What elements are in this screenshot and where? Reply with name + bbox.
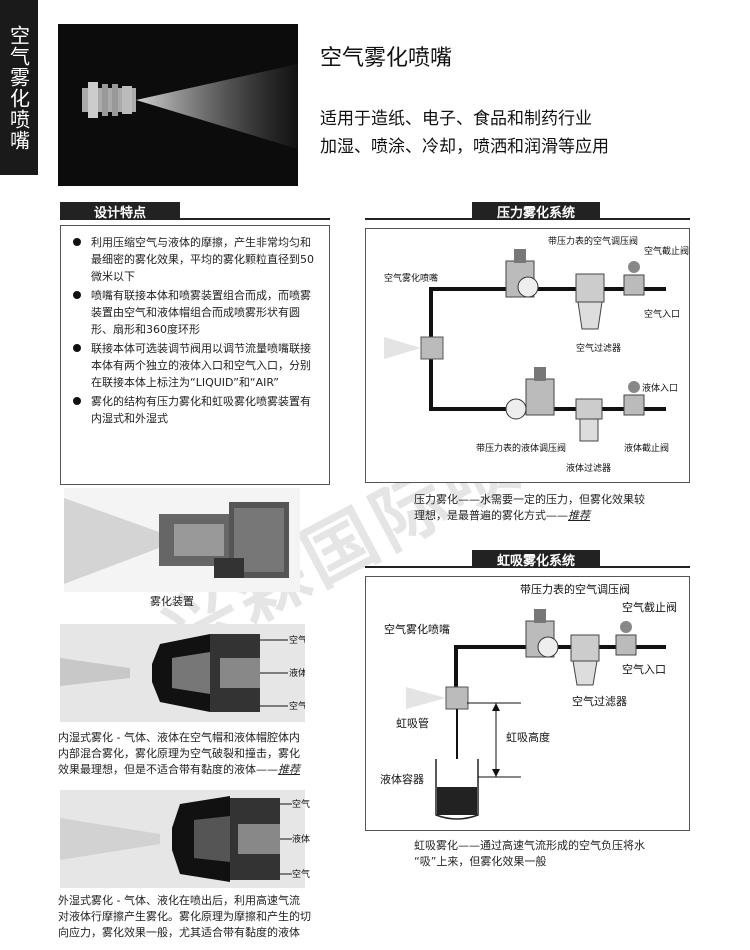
atomizer-label: 雾化装置: [150, 595, 194, 608]
label-siphon-air-shutoff: 空气截止阀: [622, 600, 677, 614]
internal-mix-diagram: 空气 液体 空气: [60, 624, 305, 722]
label-liquid-shutoff: 液体截止阀: [624, 442, 669, 454]
bullet-icon: [73, 238, 81, 246]
internal-caption-line: 效果最理想，但是不适合带有黏度的液体——推荐: [58, 762, 328, 778]
external-air-top-label: 空气: [292, 798, 310, 810]
label-liquid-regulator: 带压力表的液体调压阀: [476, 442, 566, 454]
feature-text: 喷嘴有联接本体和喷雾装置组合而成，而喷雾装置由空气和液体帽组合而成喷雾形状有圆形…: [91, 289, 311, 336]
label-siphon-height: 虹吸高度: [506, 730, 550, 744]
internal-caption-line: 内部混合雾化，雾化原理为空气破裂和撞击，雾化: [58, 747, 300, 760]
subtitle-industries: 适用于造纸、电子、食品和制药行业: [320, 109, 592, 129]
internal-air-top-label: 空气: [289, 634, 305, 646]
label-liquid-filter: 液体过滤器: [566, 462, 611, 474]
features-box: 利用压缩空气与液体的摩擦，产生非常均匀和最细密的雾化效果，平均的雾化颗粒直径到5…: [60, 225, 330, 485]
internal-caption-line: 内湿式雾化 - 气体、液体在空气帽和液体帽腔体内: [58, 731, 300, 744]
internal-liquid-label: 液体: [289, 667, 305, 679]
bullet-icon: [73, 344, 81, 352]
side-category-tab: 空气雾化喷嘴: [0, 0, 38, 175]
page-title: 空气雾化喷嘴: [320, 46, 453, 71]
feature-text: 联接本体可选装调节阀用以调节流量喷嘴联接本体有两个独立的液体入口和空气入口，分别…: [91, 342, 311, 389]
pressure-caption-line: 理想，是最普遍的雾化方式——推荐: [414, 508, 684, 524]
feature-text: 利用压缩空气与液体的摩擦，产生非常均匀和最细密的雾化效果，平均的雾化颗粒直径到5…: [91, 236, 314, 283]
internal-air-bottom-label: 空气: [289, 700, 305, 712]
external-mix-diagram: [60, 790, 305, 888]
label-siphon-air-filter: 空气过滤器: [572, 694, 627, 708]
label-siphon-regulator: 带压力表的空气调压阀: [520, 582, 630, 596]
feature-item: 雾化的结构有压力雾化和虹吸雾化喷雾装置有内湿式和外湿式: [73, 393, 321, 427]
bullet-icon: [73, 291, 81, 299]
siphon-caption: 虹吸雾化——通过高速气流形成的空气负压将水 “吸”上来，但雾化效果一般: [414, 838, 684, 870]
features-rule: [60, 218, 330, 220]
pressure-caption-emphasis: 推荐: [568, 509, 590, 522]
label-air-inlet: 空气入口: [644, 308, 680, 320]
feature-text: 雾化的结构有压力雾化和虹吸雾化喷雾装置有内湿式和外湿式: [91, 395, 311, 425]
subtitle-applications: 加湿、喷涂、冷却，喷洒和润滑等应用: [320, 137, 609, 157]
external-labels: 空气 液体 空气: [292, 798, 310, 880]
feature-item: 利用压缩空气与液体的摩擦，产生非常均匀和最细密的雾化效果，平均的雾化颗粒直径到5…: [73, 234, 321, 285]
pressure-system-diagram: 带压力表的空气调压阀 空气截止阀 空气雾化喷嘴 空气入口 空气过滤器 液体入口 …: [365, 228, 690, 483]
internal-caption-text: 效果最理想，但是不适合带有黏度的液体——: [58, 763, 278, 776]
external-caption-line: 外湿式雾化 - 气体、液化在喷出后，利用高速气流: [58, 894, 300, 907]
label-air-shutoff: 空气截止阀: [644, 245, 689, 257]
external-air-bottom-label: 空气: [292, 868, 310, 880]
siphon-heading: 虹吸雾化系统: [472, 550, 600, 569]
external-caption-line: 对液体行摩擦产生雾化。雾化原理为摩擦和产生的切: [58, 910, 311, 923]
internal-caption-emphasis: 推荐: [278, 763, 300, 776]
label-liquid-inlet: 液体入口: [642, 382, 678, 394]
pressure-heading: 压力雾化系统: [472, 202, 600, 221]
label-liquid-container: 液体容器: [380, 772, 424, 786]
external-liquid-label: 液体: [292, 833, 310, 845]
pressure-caption-text: 理想，是最普遍的雾化方式——: [414, 509, 568, 522]
features-heading: 设计特点: [60, 202, 180, 221]
label-air-regulator: 带压力表的空气调压阀: [548, 235, 638, 247]
pressure-caption-line: 压力雾化——水需要一定的压力，但雾化效果较: [414, 493, 645, 506]
external-caption-line: 向应力，雾化效果一般，尤其适合带有黏度的液体: [58, 926, 300, 939]
siphon-caption-line: 虹吸雾化——通过高速气流形成的空气负压将水: [414, 839, 645, 852]
internal-mix-caption: 内湿式雾化 - 气体、液体在空气帽和液体帽腔体内 内部混合雾化，雾化原理为空气破…: [58, 730, 328, 778]
hero-nozzle-photo: [58, 24, 298, 186]
external-mix-caption: 外湿式雾化 - 气体、液化在喷出后，利用高速气流 对液体行摩擦产生雾化。雾化原理…: [58, 893, 338, 941]
label-siphon-air-inlet: 空气入口: [622, 662, 666, 676]
siphon-system-diagram: 带压力表的空气调压阀 空气截止阀 空气雾化喷嘴 空气入口 空气过滤器 虹吸管 虹…: [365, 576, 690, 831]
label-siphon-nozzle: 空气雾化喷嘴: [384, 622, 450, 636]
label-nozzle: 空气雾化喷嘴: [384, 272, 438, 284]
siphon-caption-line: “吸”上来，但雾化效果一般: [414, 855, 547, 868]
feature-item: 喷嘴有联接本体和喷雾装置组合而成，而喷雾装置由空气和液体帽组合而成喷雾形状有圆形…: [73, 287, 321, 338]
label-siphon-tube: 虹吸管: [396, 716, 429, 730]
atomizer-cutaway-image: [64, 488, 300, 592]
bullet-icon: [73, 397, 81, 405]
label-air-filter: 空气过滤器: [576, 342, 621, 354]
pressure-caption: 压力雾化——水需要一定的压力，但雾化效果较 理想，是最普遍的雾化方式——推荐: [414, 492, 684, 524]
feature-item: 联接本体可选装调节阀用以调节流量喷嘴联接本体有两个独立的液体入口和空气入口，分别…: [73, 340, 321, 391]
